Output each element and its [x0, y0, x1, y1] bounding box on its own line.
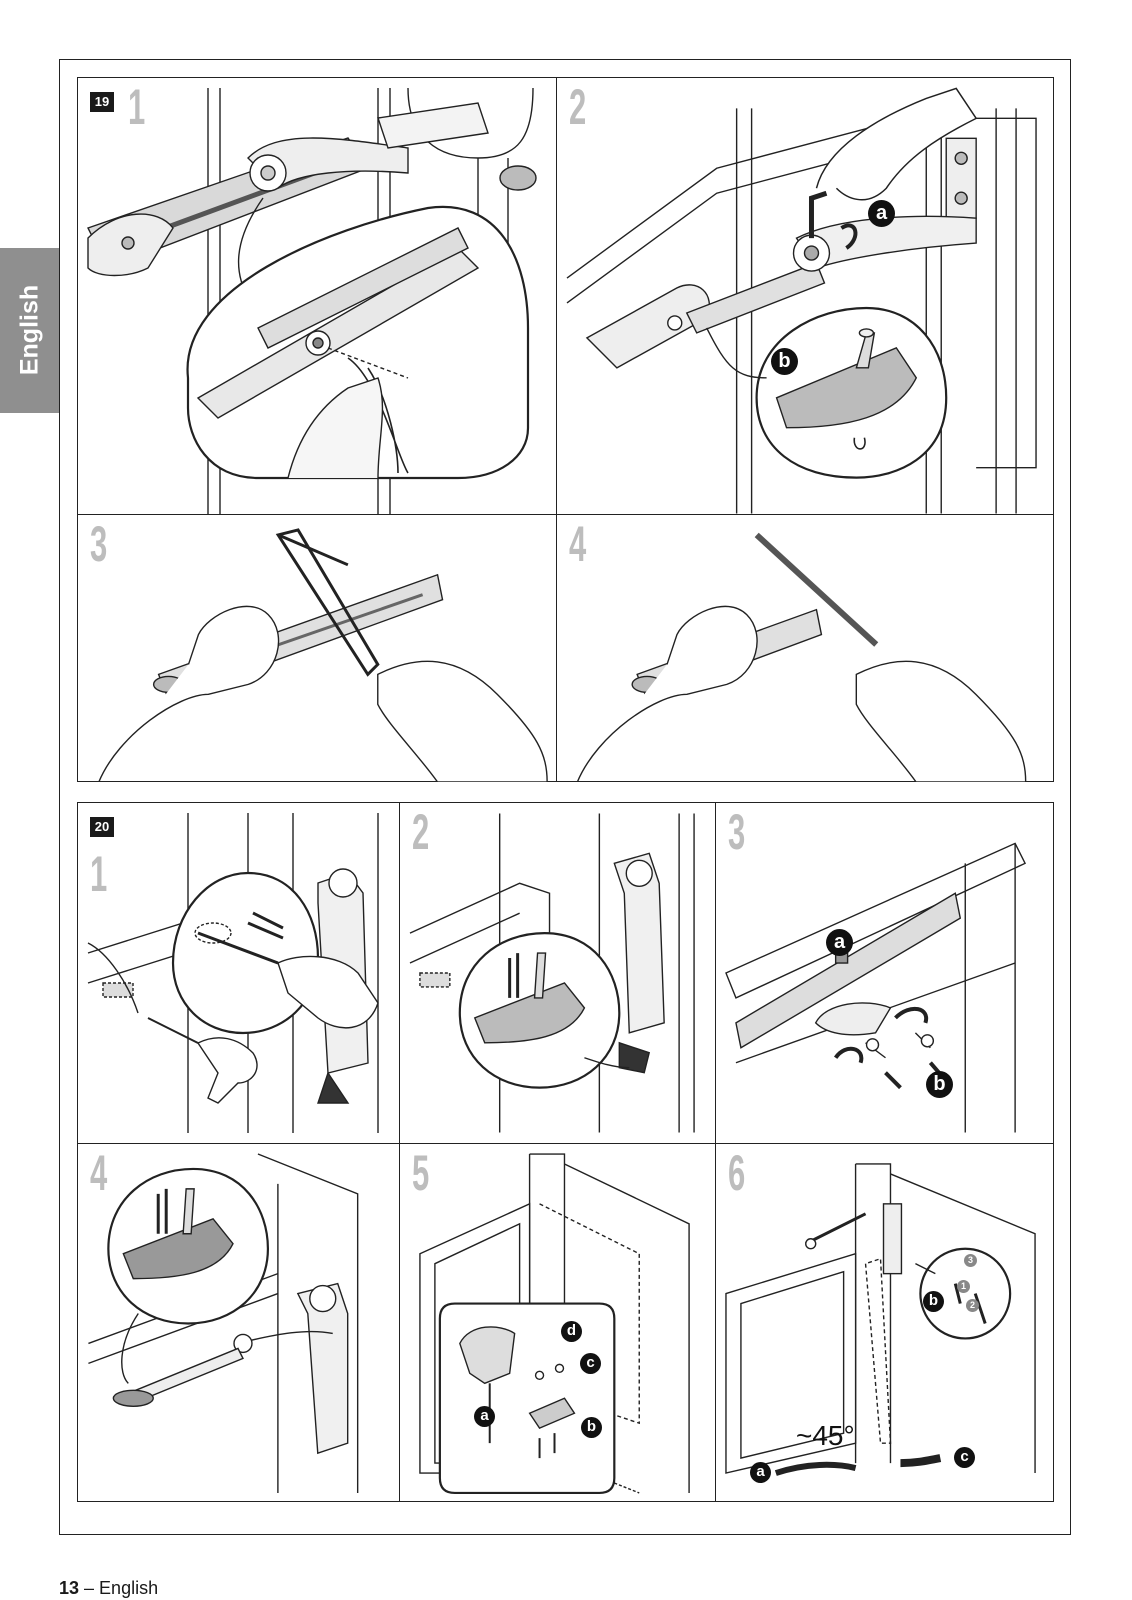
arm-slot-marking-illustration [87, 87, 537, 514]
fig20-panel-3: 3 a b [715, 803, 1053, 1143]
step-number: 6 [728, 1145, 746, 1201]
fig20-panel-4: 4 [78, 1143, 399, 1501]
callout-a: a [826, 929, 853, 956]
callout-c: c [954, 1447, 975, 1468]
footer-language: English [99, 1578, 159, 1598]
bracket-pin-insertion-illustration [409, 813, 695, 1133]
step-number: 2 [412, 804, 430, 860]
figure-20: 20 1 [77, 802, 1054, 1502]
step-number: 3 [728, 804, 746, 860]
footer-separator: – [79, 1578, 100, 1598]
marker-3: 3 [964, 1254, 977, 1267]
arm-cutting-illustration [98, 528, 548, 782]
language-tab-label: English [15, 284, 44, 376]
callout-d: d [561, 1321, 582, 1342]
marker-2: 2 [966, 1299, 979, 1312]
page-footer: 13 – English [59, 1578, 158, 1599]
fig19-panel-1: 1 [78, 78, 556, 514]
opening-angle-label: ~45° [796, 1420, 855, 1451]
callout-c: c [580, 1353, 601, 1374]
fig20-panel-6: 6 ~45° a [715, 1143, 1053, 1501]
step-number: 4 [90, 1145, 108, 1201]
fig20-panel-2: 2 [399, 803, 715, 1143]
callout-b: b [923, 1291, 944, 1312]
page-frame: 19 1 [59, 59, 1071, 1535]
stop-bracket-fixing-illustration [419, 1153, 690, 1495]
gate-opening-illustration [725, 1163, 1036, 1476]
step-number: 4 [569, 516, 587, 572]
step-number: 1 [90, 846, 108, 902]
step-number: 1 [128, 79, 146, 135]
callout-a: a [474, 1406, 495, 1427]
drilling-illustration [87, 813, 379, 1133]
step-number: 5 [412, 1145, 430, 1201]
figure-number: 20 [90, 817, 114, 837]
language-tab: English [0, 248, 60, 413]
figure-number: 19 [90, 92, 114, 112]
callout-b: b [926, 1071, 953, 1098]
step-number: 2 [569, 79, 587, 135]
fig20-panel-1: 1 [78, 803, 399, 1143]
fig19-panel-4: 4 [556, 514, 1053, 782]
callout-a: a [868, 200, 895, 227]
callout-a: a [750, 1462, 771, 1483]
fig19-panel-3: 3 [78, 514, 556, 782]
callout-b: b [581, 1417, 602, 1438]
fig20-panel-5: 5 a b c [399, 1143, 715, 1501]
arm-filing-illustration [576, 532, 1027, 782]
step-number: 3 [90, 516, 108, 572]
marker-1: 1 [957, 1280, 970, 1293]
bracket-leveling-illustration [725, 842, 1027, 1133]
fig19-panel-2: 2 [556, 78, 1053, 514]
callout-b: b [771, 348, 798, 375]
pin-removal-illustration [566, 87, 1037, 514]
pin-securing-illustration [88, 1153, 359, 1494]
page-number: 13 [59, 1578, 80, 1598]
figure-19: 19 1 [77, 77, 1054, 782]
